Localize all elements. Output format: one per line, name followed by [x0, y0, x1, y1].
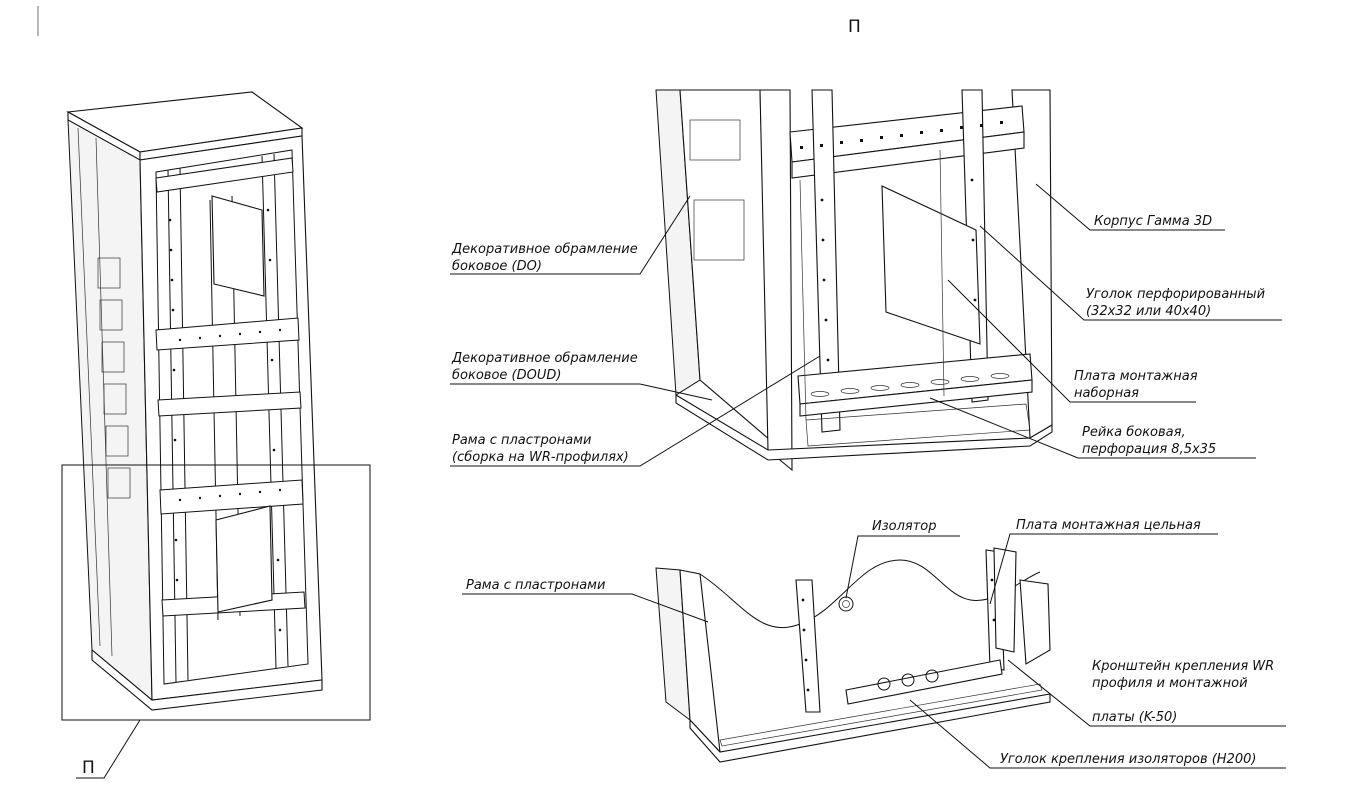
label-frame-wr-1: Рама с пластронами: [452, 433, 591, 448]
label-side-rail-1: Рейка боковая,: [1082, 425, 1186, 440]
label-case-gamma: Корпус Гамма 3D: [1094, 214, 1212, 229]
label-insulator: Изолятор: [872, 519, 937, 534]
label-frame-plastron: Рама с пластронами: [466, 578, 605, 593]
view-marker-bottom: П: [82, 758, 95, 778]
label-bracket-3: платы (K-50): [1092, 710, 1177, 725]
labels: Декоративное обрамление боковое (DO) Дек…: [451, 214, 1274, 767]
label-insulator-angle: Уголок крепления изоляторов (H200): [1000, 752, 1256, 767]
leader-lines: [450, 183, 1286, 769]
marker-leader: [76, 719, 141, 779]
label-perf-angle-2: (32x32 или 40x40): [1086, 304, 1211, 319]
label-plate-set-2: наборная: [1074, 386, 1139, 401]
detail-view-bottom: [655, 547, 1051, 763]
label-plate-set-1: Плата монтажная: [1074, 369, 1198, 384]
label-frame-wr-2: (сборка на WR-профилях): [452, 450, 629, 465]
cabinet-full-view: П: [61, 91, 371, 779]
label-bracket-2: профиля и монтажной: [1092, 676, 1248, 691]
detail-view-top: [655, 89, 1053, 472]
label-decor-doud-1: Декоративное обрамление: [451, 351, 638, 366]
label-side-rail-2: перфорация 8,5x35: [1082, 442, 1216, 457]
label-decor-do-2: боковое (DO): [452, 259, 542, 274]
detail-frame: [61, 464, 371, 721]
label-decor-doud-2: боковое (DOUD): [452, 368, 561, 383]
label-decor-do-1: Декоративное обрамление: [451, 242, 638, 257]
view-marker-top: П: [848, 17, 861, 37]
label-plate-solid: Плата монтажная цельная: [1016, 518, 1201, 533]
label-perf-angle-1: Уголок перфорированный: [1086, 287, 1265, 302]
label-bracket-1: Кронштейн крепления WR: [1092, 659, 1274, 674]
